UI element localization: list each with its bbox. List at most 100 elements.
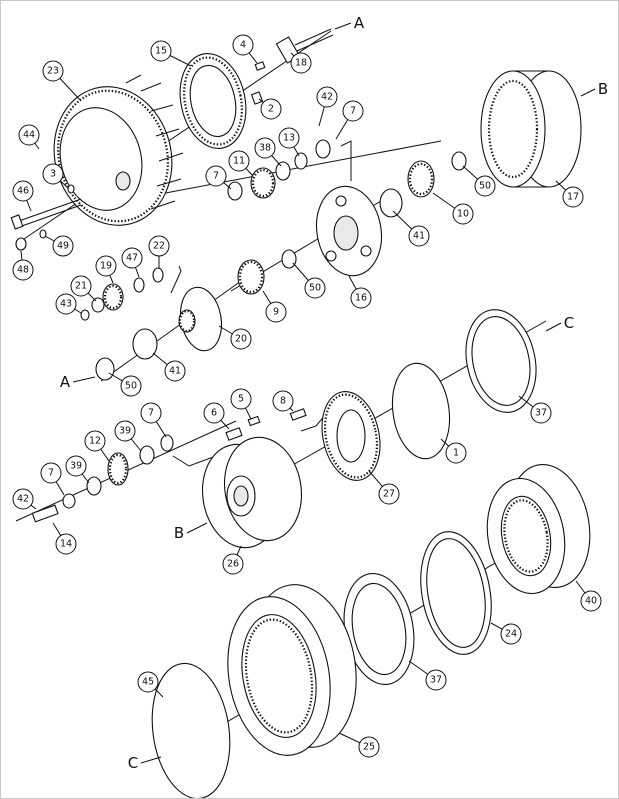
callout-number: 44: [23, 130, 35, 141]
callout-number: 19: [100, 261, 112, 272]
callout-number: 47: [126, 253, 138, 264]
callout-circle: [445, 442, 467, 464]
callout-17: 17: [555, 180, 584, 208]
callout-48: 48: [12, 250, 34, 281]
callout-42: 42: [316, 86, 338, 127]
ring-gear-17: [480, 70, 582, 188]
letter-leader: [72, 376, 96, 383]
callout-circle: [230, 388, 252, 410]
callout-number: 26: [227, 559, 239, 570]
callout-number: 20: [235, 334, 247, 345]
callout-circle: [290, 52, 312, 74]
letter-A: A: [60, 373, 96, 391]
housing-23: [53, 74, 184, 226]
callout-number: 45: [142, 677, 154, 688]
callout-number: 46: [17, 186, 29, 197]
callout-number: 9: [273, 307, 279, 318]
callout-circle: [562, 186, 584, 208]
callout-number: 8: [280, 396, 286, 407]
callout-circle: [304, 277, 326, 299]
callout-number: 14: [60, 539, 72, 550]
callout-circle: [12, 259, 34, 281]
lower-left-parts: [31, 61, 307, 523]
ring-plate-15: [179, 53, 247, 149]
callout-2: 2: [258, 98, 282, 120]
letter-A: A: [334, 14, 365, 32]
letter-label: C: [564, 314, 574, 332]
callout-circle: [228, 150, 250, 172]
callout-23: 23: [42, 60, 82, 102]
callout-number: 50: [479, 181, 491, 192]
callout-14: 14: [52, 522, 77, 555]
letter-label: C: [128, 754, 138, 772]
callout-number: 50: [125, 381, 137, 392]
callout-50: 50: [292, 262, 326, 299]
callout-50: 50: [462, 165, 496, 197]
callout-9: 9: [262, 290, 287, 323]
callout-circle: [278, 127, 300, 149]
callout-number: 2: [268, 104, 274, 115]
callout-circle: [272, 390, 294, 412]
callout-circle: [84, 430, 106, 452]
callout-24: 24: [490, 622, 522, 645]
callout-number: 7: [213, 171, 219, 182]
letter-label: A: [354, 14, 365, 32]
callout-10: 10: [432, 192, 474, 225]
callout-number: 25: [363, 742, 375, 753]
callout-circle: [232, 34, 254, 56]
callout-circle: [140, 402, 162, 424]
callout-5: 5: [230, 388, 252, 420]
callout-39: 39: [114, 420, 142, 452]
callout-number: 1: [453, 448, 459, 459]
callout-number: 38: [259, 143, 271, 154]
callout-7: 7: [335, 100, 364, 140]
callout-circle: [121, 247, 143, 269]
callout-42: 42: [12, 488, 37, 510]
callout-38: 38: [254, 137, 282, 167]
callout-37: 37: [408, 660, 447, 691]
callout-18: 18: [290, 52, 312, 74]
upper-gears: [227, 139, 467, 295]
housing-40: [486, 463, 591, 595]
carrier-20: [80, 267, 223, 352]
callout-37: 37: [518, 395, 552, 424]
callout-16: 16: [348, 275, 372, 309]
callout-number: 42: [17, 494, 29, 505]
callout-19: 19: [95, 255, 117, 284]
callout-number: 6: [211, 408, 217, 419]
callout-circle: [408, 225, 430, 247]
callout-46: 46: [12, 180, 34, 212]
callout-circle: [95, 255, 117, 277]
callout-4: 4: [232, 34, 258, 64]
letter-label: A: [60, 373, 71, 391]
callout-15: 15: [150, 40, 192, 67]
letter-C: C: [545, 314, 574, 332]
callout-number: 41: [169, 366, 181, 377]
callout-circle: [42, 163, 64, 185]
callout-41: 41: [392, 210, 430, 247]
callout-43: 43: [55, 293, 82, 315]
gear-27: [321, 391, 381, 481]
letter-B: B: [174, 522, 208, 542]
callout-circle: [55, 533, 77, 555]
callout-circle: [230, 328, 252, 350]
callout-number: 7: [48, 468, 54, 479]
letter-leader: [334, 22, 352, 30]
callout-number: 11: [233, 156, 245, 167]
callout-number: 23: [47, 66, 59, 77]
callout-number: 43: [60, 299, 72, 310]
letter-leader: [545, 322, 562, 332]
callout-number: 5: [238, 394, 244, 405]
callout-circle: [358, 736, 380, 758]
oring-45: [151, 662, 231, 798]
callout-circle: [254, 137, 276, 159]
callout-41: 41: [152, 352, 186, 382]
callout-number: 17: [567, 192, 579, 203]
callout-circle: [342, 100, 364, 122]
callout-number: 39: [119, 426, 131, 437]
callout-number: 7: [148, 408, 154, 419]
callout-50: 50: [108, 372, 142, 397]
callout-circle: [114, 420, 136, 442]
letter-leader: [580, 88, 596, 97]
